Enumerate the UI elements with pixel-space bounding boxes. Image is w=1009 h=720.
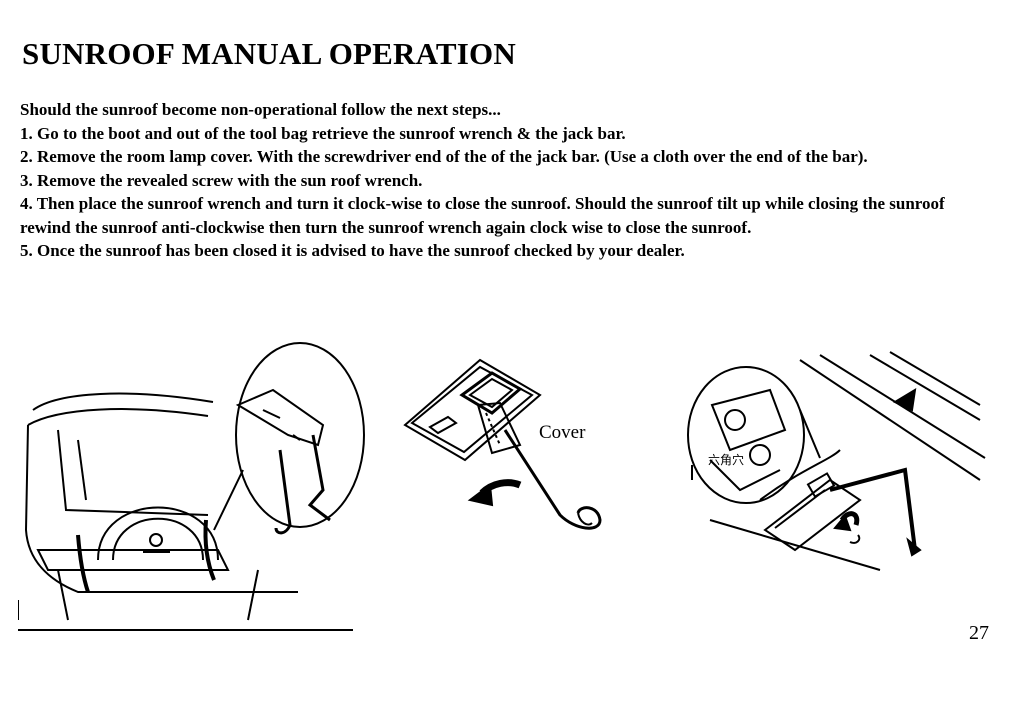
step-3: 3. Remove the revealed screw with the su… [20, 170, 423, 190]
intro-text: Should the sunroof become non-operationa… [20, 100, 501, 119]
step-2: 2. Remove the room lamp cover. With the … [20, 147, 868, 166]
lamp-cover-illustration [400, 355, 620, 570]
cover-label: Cover [539, 422, 586, 443]
page-number: 27 [969, 622, 989, 644]
instructions: Should the sunroof become non-operationa… [20, 98, 995, 263]
boot-tool-illustration [18, 330, 378, 640]
step-4: 4. Then place the sunroof wrench and tur… [20, 194, 945, 237]
hex-label: 六角穴 [708, 452, 744, 467]
sunroof-wrench-illustration: 六角穴 [680, 350, 990, 590]
step-5: 5. Once the sunroof has been closed it i… [20, 241, 685, 260]
step-1: 1. Go to the boot and out of the tool ba… [20, 123, 626, 143]
page-title: SUNROOF MANUAL OPERATION [22, 36, 516, 71]
